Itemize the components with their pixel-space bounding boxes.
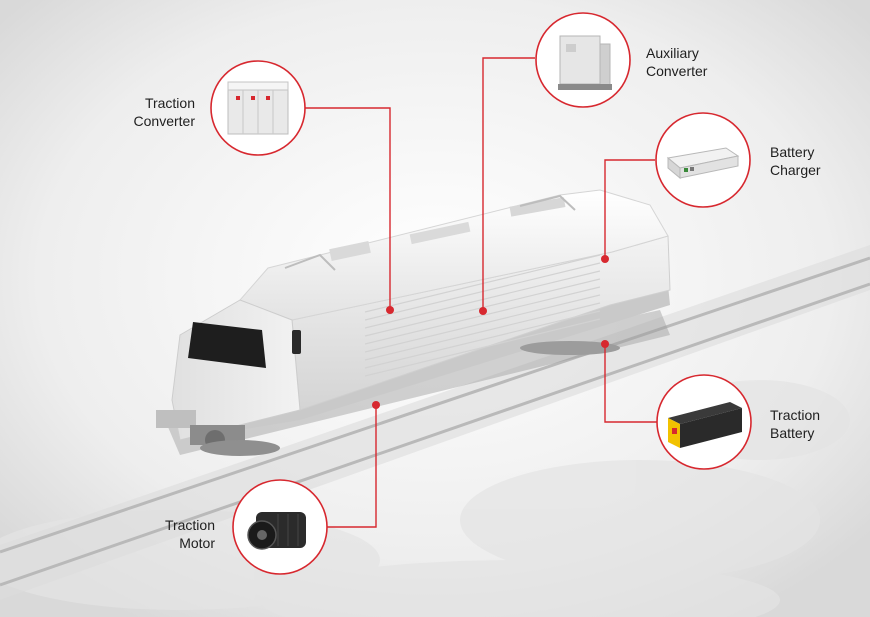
traction-battery-callout bbox=[656, 374, 752, 470]
label-traction-converter: Traction Converter bbox=[133, 95, 195, 129]
leader-auxiliary-converter bbox=[482, 57, 535, 311]
traction-converter-callout bbox=[210, 60, 306, 156]
leader-traction-motor bbox=[318, 405, 377, 528]
traction-converter-image bbox=[227, 81, 289, 135]
leader-battery-charger bbox=[604, 159, 655, 259]
rail-track bbox=[0, 245, 870, 600]
traction-motor-image bbox=[247, 512, 306, 550]
connection-dots bbox=[372, 255, 609, 409]
battery-charger-callout bbox=[655, 112, 751, 208]
traction-motor-callout bbox=[232, 479, 328, 575]
leader-traction-converter bbox=[304, 107, 391, 310]
cab-window bbox=[188, 322, 266, 368]
auxiliary-converter-image bbox=[558, 35, 612, 90]
leader-traction-battery bbox=[604, 344, 658, 423]
label-battery-charger: Battery Charger bbox=[770, 144, 821, 178]
label-traction-motor: Traction Motor bbox=[164, 517, 215, 551]
traction-battery-image bbox=[668, 402, 742, 448]
leader-lines bbox=[304, 57, 658, 528]
label-traction-battery: Traction Battery bbox=[770, 407, 821, 441]
auxiliary-converter-callout bbox=[535, 12, 631, 108]
battery-charger-image bbox=[666, 147, 740, 180]
label-auxiliary-converter: Auxiliary Converter bbox=[646, 45, 708, 79]
locomotive bbox=[156, 189, 671, 456]
